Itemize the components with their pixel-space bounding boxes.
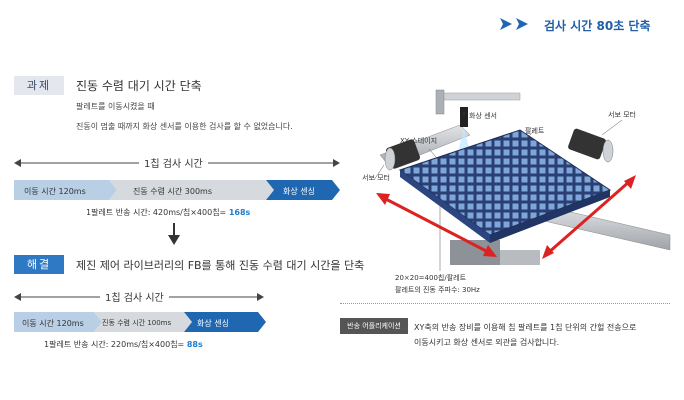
label-pallet: 팔레트: [525, 127, 545, 135]
task-description-line1: 팔레트를 이동시켰을 때: [76, 102, 155, 111]
task-cycle-label: 1칩 검사 시간: [139, 155, 208, 170]
task-segment-move: [14, 180, 117, 200]
task-summary-value: 168s: [228, 208, 251, 217]
solution-segment-move: [14, 312, 102, 332]
solution-segment-vibration-label: 진동 수렴 시간 100ms: [102, 319, 172, 327]
application-tag: 반송 어플리케이션: [340, 318, 408, 334]
task-heading: 진동 수렴 대기 시간 단축: [76, 79, 202, 93]
solution-summary-prefix: 1팔레트 반송 시간: 220ms/칩×400칩=: [44, 340, 187, 349]
task-tag: 과제: [14, 76, 64, 95]
label-servo-motor-left: 서보 모터: [362, 174, 390, 182]
task-summary-prefix: 1팔레트 반송 시간: 420ms/칩×400칩=: [86, 208, 229, 217]
solution-tag: 해결: [14, 255, 64, 274]
task-summary: 1팔레트 반송 시간: 420ms/칩×400칩= 168s: [86, 207, 250, 218]
task-segment-move-label: 이동 시간 120ms: [24, 187, 86, 196]
task-segment-vibration: [109, 180, 274, 200]
xy-stage-illustration: [373, 89, 671, 271]
header-title: 검사 시간 80초 단축: [544, 19, 651, 33]
application-description-line1: XY축의 반송 장비를 이용해 칩 팔레트를 1칩 단위의 간헐 전송으로: [414, 323, 637, 332]
task-segment-sensing-label: 화상 센싱: [283, 187, 315, 196]
label-servo-motor-right: 서보 모터: [608, 111, 636, 119]
task-time-bar: [14, 180, 340, 200]
arrow-down-icon: [168, 223, 180, 245]
label-grid-count: 20×20=400칩/팔레트: [395, 274, 467, 282]
label-xy-stage: XY 스테이지: [400, 137, 438, 145]
divider: [340, 303, 670, 304]
label-vibration-frequency: 팔레트의 진동 주파수: 30Hz: [395, 286, 480, 294]
label-image-sensor: 화상 센서: [469, 112, 497, 120]
solution-time-bar: [14, 312, 266, 332]
application-description-line2: 이동시키고 화상 센서로 외관을 검사합니다.: [414, 338, 560, 347]
task-description-line2: 진동이 멈출 때까지 화상 센서를 이용한 검사를 할 수 없었습니다.: [76, 122, 293, 131]
solution-segment-move-label: 이동 시간 120ms: [22, 319, 84, 328]
task-segment-vibration-label: 진동 수렴 시간 300ms: [133, 187, 213, 196]
solution-segment-sensing: [184, 312, 266, 332]
solution-segment-vibration: [94, 312, 192, 332]
solution-segment-sensing-label: 화상 센싱: [197, 319, 229, 328]
solution-summary-value: 88s: [186, 340, 203, 349]
task-segment-sensing: [266, 180, 340, 200]
solution-cycle-label: 1칩 검사 시간: [100, 289, 169, 304]
solution-heading: 제진 제어 라이브러리의 FB를 통해 진동 수렴 대기 시간을 단축: [76, 259, 365, 272]
solution-summary: 1팔레트 반송 시간: 220ms/칩×400칩= 88s: [44, 339, 203, 350]
double-arrow-icon: [500, 18, 528, 30]
